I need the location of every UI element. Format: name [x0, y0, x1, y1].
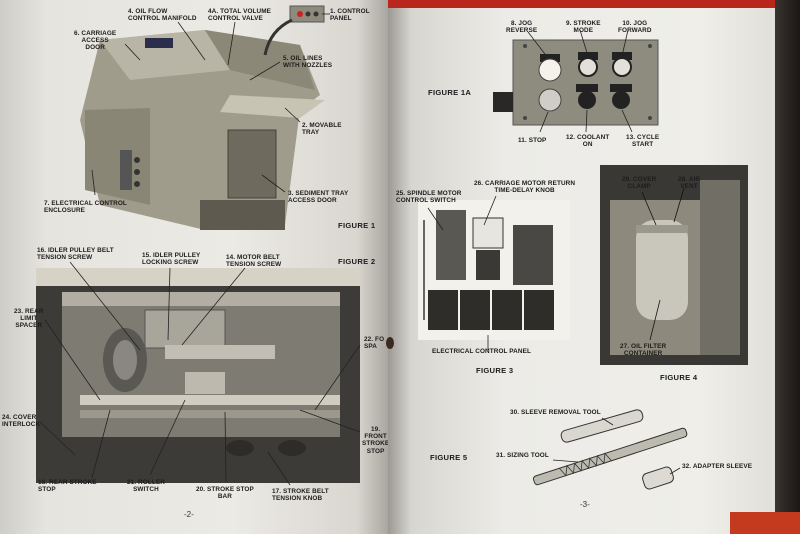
label-sediment-tray-door: 3. SEDIMENT TRAY ACCESS DOOR	[288, 190, 349, 205]
figure2-caption: FIGURE 2	[338, 257, 376, 266]
figure1-caption: FIGURE 1	[338, 221, 376, 230]
label-sleeve-removal-tool: 30. SLEEVE REMOVAL TOOL	[510, 409, 601, 416]
label-total-volume-valve: 4A. TOTAL VOLUME CONTROL VALVE	[208, 8, 272, 23]
label-roller-switch: 21. ROLLER SWITCH	[127, 479, 165, 494]
red-cover-corner	[730, 512, 800, 534]
label-stop: 11. STOP	[518, 137, 547, 144]
label-sizing-tool: 31. SIZING TOOL	[496, 452, 549, 459]
binding-ring-icon	[386, 337, 394, 349]
label-cover-clamp: 29. COVER CLAMP	[622, 176, 657, 191]
label-idler-belt-screw: 16. IDLER PULLEY BELT TENSION SCREW	[37, 247, 114, 262]
label-electrical-control-panel: ELECTRICAL CONTROL PANEL	[432, 348, 531, 355]
label-idler-locking-screw: 15. IDLER PULLEY LOCKING SCREW	[142, 252, 201, 267]
label-jog-forward: 10. JOG FORWARD	[618, 20, 652, 35]
label-front-stroke-stop: 19. FRONT STROKE STOP	[362, 426, 388, 455]
label-carriage-access-door: 6. CARRIAGE ACCESS DOOR	[74, 30, 117, 52]
figure1-photo	[36, 5, 361, 486]
label-rear-limit-spacer: 23. REAR LIMIT SPACER	[14, 308, 44, 330]
right-figures	[418, 29, 748, 490]
label-adapter-sleeve: 32. ADAPTER SLEEVE	[682, 463, 753, 470]
label-fo-spa: 22. FO SPA	[364, 336, 385, 351]
label-jog-reverse: 8. JOG REVERSE	[506, 20, 538, 35]
label-control-panel: 1. CONTROL PANEL	[330, 8, 370, 23]
figure5-caption: FIGURE 5	[430, 453, 468, 462]
figure3-caption: FIGURE 3	[476, 366, 514, 375]
background-edge	[775, 0, 800, 534]
label-spindle-motor-switch: 25. SPINDLE MOTOR CONTROL SWITCH	[396, 190, 462, 205]
label-stroke-belt-knob: 17. STROKE BELT TENSION KNOB	[272, 488, 329, 503]
label-movable-tray: 2. MOVABLE TRAY	[302, 122, 342, 137]
figure4-caption: FIGURE 4	[660, 373, 698, 382]
label-rear-stroke-stop: 18. REAR STROKE STOP	[38, 479, 97, 494]
page-number-left: -2-	[184, 510, 194, 519]
label-stroke-stop-bar: 20. STROKE STOP BAR	[196, 486, 254, 501]
label-oil-filter-container: 27. OIL FILTER CONTAINER	[620, 343, 667, 358]
left-page: 1. CONTROL PANEL 2. MOVABLE TRAY 3. SEDI…	[0, 0, 388, 534]
red-cover-edge	[388, 0, 780, 8]
label-air-vent: 28. AIR VENT	[678, 176, 701, 191]
label-stroke-mode: 9. STROKE MODE	[566, 20, 601, 35]
label-motor-belt-screw: 14. MOTOR BELT TENSION SCREW	[226, 254, 282, 269]
label-oil-flow-manifold: 4. OIL FLOW CONTROL MANIFOLD	[128, 8, 197, 23]
right-page: FIGURE 1A 8. JOG REVERSE 9. STROKE MODE …	[388, 0, 780, 534]
label-carriage-return-knob: 26. CARRIAGE MOTOR RETURN TIME-DELAY KNO…	[474, 180, 576, 195]
label-cover-interlock: 24. COVER INTERLOCK	[2, 414, 41, 429]
label-coolant-on: 12. COOLANT ON	[566, 134, 610, 149]
page-number-right: -3-	[580, 500, 590, 509]
figure1a-caption: FIGURE 1A	[428, 88, 472, 97]
label-oil-lines: 5. OIL LINES WITH NOZZLES	[283, 55, 333, 70]
label-cycle-start: 13. CYCLE START	[626, 134, 660, 149]
brand-plate-icon	[145, 38, 173, 48]
label-electrical-enclosure: 7. ELECTRICAL CONTROL ENCLOSURE	[44, 200, 127, 215]
